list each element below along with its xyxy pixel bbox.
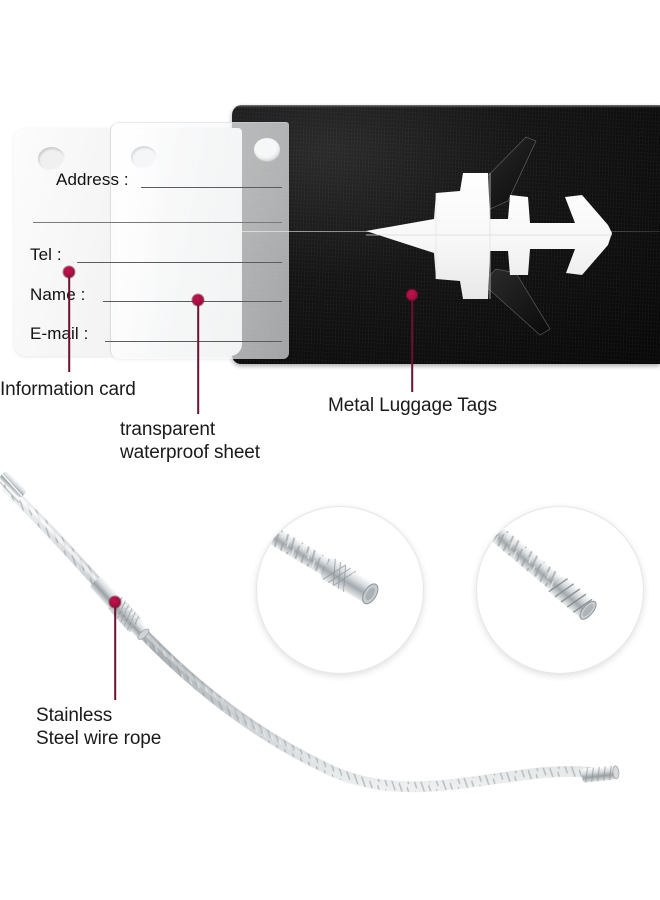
- card-punch-hole: [38, 147, 65, 171]
- wire-rope-group: Stainless Steel wire rope: [0, 460, 660, 900]
- marker-dot-information-card: [63, 266, 75, 278]
- leader-line-information-card: [68, 277, 70, 372]
- callout-label-metal-tag: Metal Luggage Tags: [328, 395, 497, 416]
- sheet-punch-hole: [131, 146, 157, 169]
- cable-tip-right: [581, 765, 620, 783]
- marker-dot-metal-tag: [406, 289, 418, 301]
- airplane-cutout-icon: [366, 136, 612, 336]
- detail-inset-screw-lock-closure: [256, 506, 424, 674]
- metal-luggage-tag: [232, 105, 660, 364]
- product-top-group: Address : Tel : Name : E-mail : Informat…: [0, 0, 660, 463]
- marker-dot-wire-rope: [109, 596, 121, 608]
- transparent-waterproof-sheet: [110, 122, 289, 359]
- callout-label-wire-rope: Stainless Steel wire rope: [36, 705, 162, 749]
- screw-lock-collar: [90, 576, 150, 640]
- detail-inset-threaded-cable-end: [476, 506, 644, 674]
- marker-dot-waterproof-sheet: [192, 294, 204, 306]
- callout-label-waterproof-sheet: transparent waterproof sheet: [120, 419, 260, 463]
- leader-line-metal-tag: [411, 300, 413, 392]
- callout-label-information-card: Information card: [0, 379, 136, 400]
- cable-tip-left: [0, 471, 27, 504]
- leader-line-waterproof-sheet: [197, 305, 199, 414]
- leader-line-wire-rope: [114, 607, 116, 700]
- tag-top-bevel: [232, 105, 660, 108]
